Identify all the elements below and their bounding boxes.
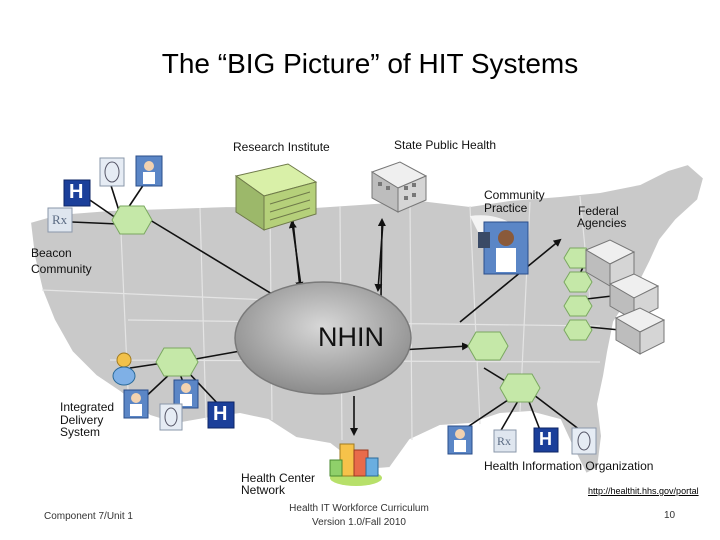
research-institute-server-icon [234,163,318,231]
label-beacon-community-line-2: Community [31,262,92,276]
doctor-icon-ids-2 [173,379,199,409]
footer-center-line-2: Version 1.0/Fall 2010 [312,517,406,528]
label-research-institute: Research Institute [233,140,330,154]
label-health-center-line-2: Network [241,483,286,497]
hexagon-federal-2 [563,271,593,293]
hexagon-hio [499,373,541,403]
xray-icon-ids [159,403,183,431]
doctor-icon-ids-1 [123,389,149,419]
health-center-building-icon [329,443,382,486]
hexagon-community [467,331,509,361]
xray-icon-hio [571,427,597,455]
nhin-hub [234,281,412,395]
label-community-practice-line-2: Practice [484,201,528,215]
label-state-public-health: State Public Health [394,138,497,152]
xray-icon-beacon [99,157,125,187]
pharmacy-letter-hio: Rx [497,434,512,448]
arrow-hub-federal [459,238,562,323]
page-number: 10 [664,510,676,521]
federal-agency-building-icon-2 [608,273,660,321]
doctor-icon-hio [447,425,473,455]
label-federal-agencies-line-2: Agencies [577,216,627,230]
doctor-icon-beacon [135,155,163,187]
hexagon-ids [155,347,199,377]
state-public-health-building-icon [370,161,428,213]
pharmacy-letter-beacon: Rx [52,212,68,227]
label-integrated-delivery-line-2: Delivery [60,413,104,427]
pharmacy-icon-hio [493,429,517,453]
footer-left: Component 7/Unit 1 [44,511,133,522]
doctor-icon-community [478,221,529,275]
label-community-practice-line-1: Community [484,188,545,202]
slide-title: The “BIG Picture” of HIT Systems [161,48,579,79]
label-beacon-community-line-1: Beacon [31,246,72,260]
exchange-nodes [111,205,593,403]
hospital-letter-beacon: H [69,181,84,203]
hospital-letter-hio: H [539,429,552,449]
federal-agency-building-icon-3 [614,307,666,355]
footer-url-link[interactable]: http://healthit.hhs.gov/portal [588,486,699,496]
label-health-information-organization: Health Information Organization [484,459,654,473]
label-integrated-delivery-line-3: System [60,425,101,439]
hospital-icon-ids [207,401,235,429]
label-integrated-delivery-line-1: Integrated [60,400,115,414]
label-federal-agencies-line-1: Federal [578,204,619,218]
hexagon-federal-4 [563,319,593,341]
hospital-letter-ids: H [213,403,228,425]
footer-center-line-1: Health IT Workforce Curriculum [289,503,429,514]
hub-label: NHIN [318,322,384,352]
arrow-hub-community [399,342,470,351]
arrow-hub-ids [188,349,247,363]
patient-icon-ids [112,352,136,386]
line-beacon-hub [149,219,283,301]
arrow-state-health-back [374,221,384,292]
hospital-icon-beacon [63,179,91,207]
federal-agency-building-icon-1 [584,239,636,287]
label-health-center-line-1: Health Center [241,471,316,485]
hospital-icon-hio [533,427,559,453]
hexagon-federal-3 [563,295,593,317]
hexagon-beacon [111,205,153,235]
pharmacy-icon-beacon [47,207,73,233]
